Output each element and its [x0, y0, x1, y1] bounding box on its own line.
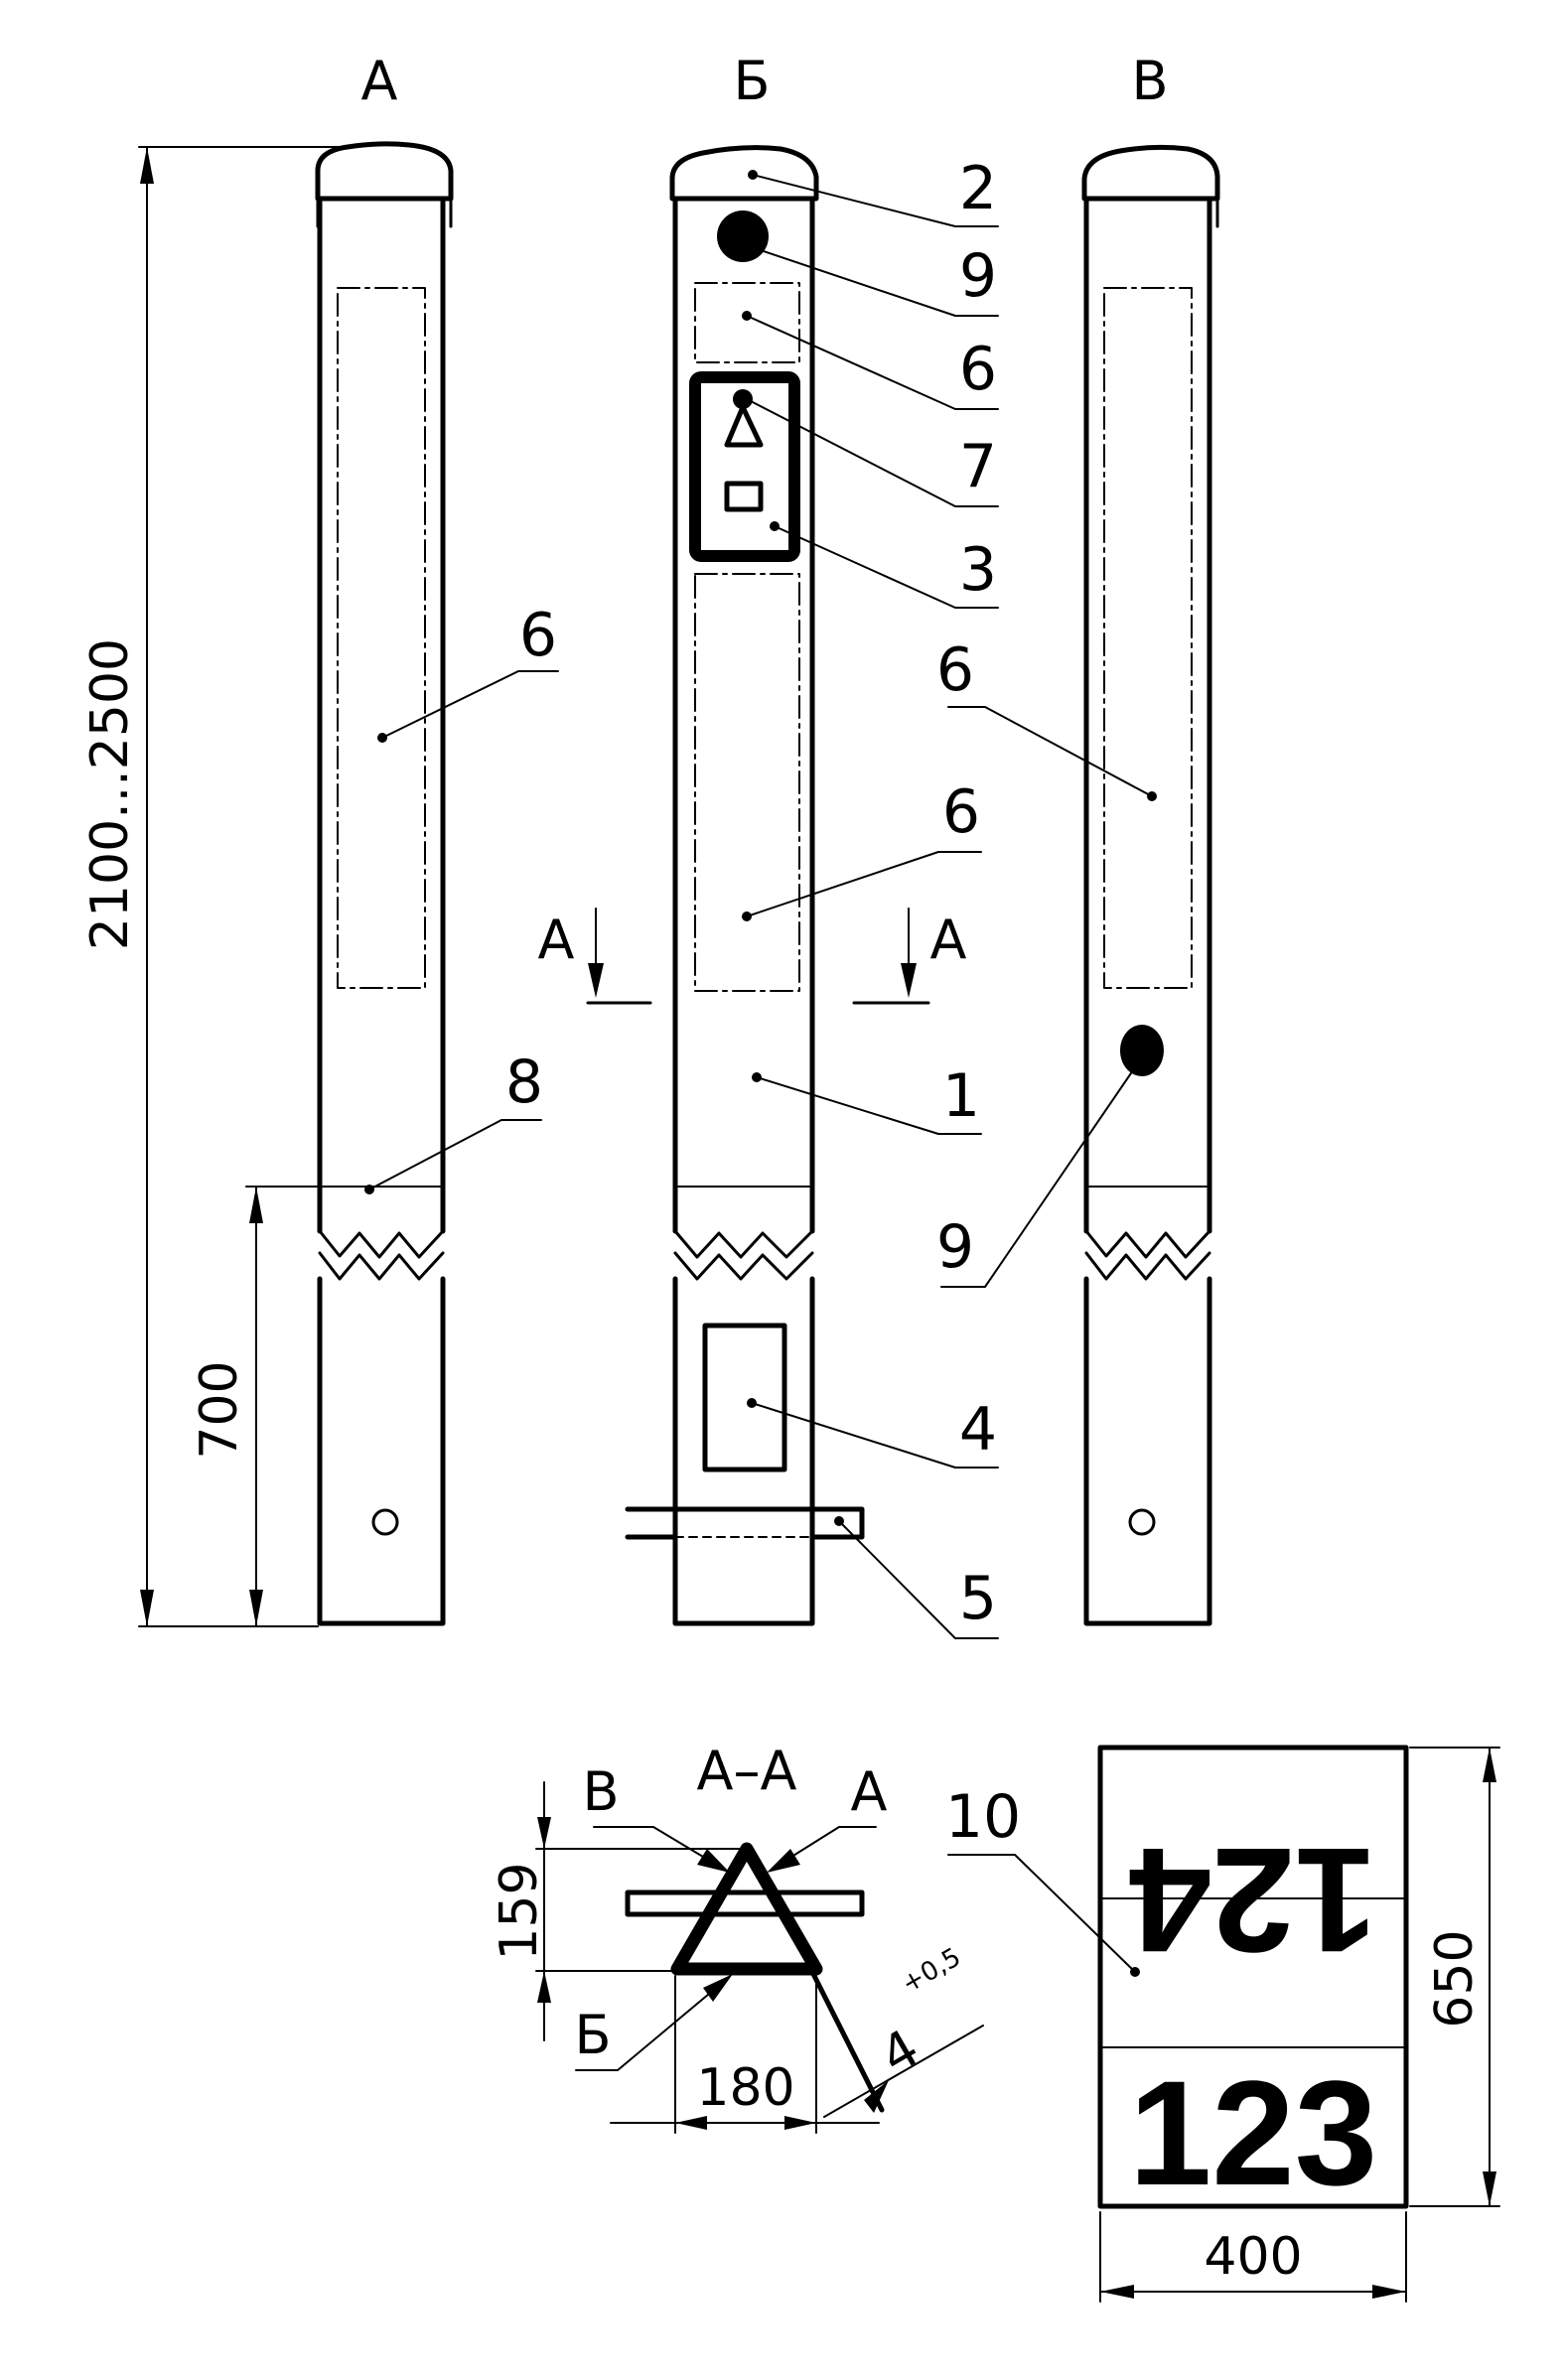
view-b-sign-triangle — [724, 404, 764, 448]
view-b-cap — [669, 145, 819, 202]
view-b-break-2 — [673, 1251, 814, 1281]
section-anchor-bar — [625, 1890, 865, 1917]
section-face-a: А — [851, 1760, 888, 1823]
view-v-callout-9: 9 — [936, 1212, 974, 1282]
plate-callout-leader — [947, 1854, 1136, 1973]
view-b-callout-9: 9 — [959, 241, 997, 311]
view-v-break-2 — [1084, 1251, 1211, 1281]
view-a-body-upper — [317, 196, 446, 1234]
view-b-callout-6-mid-leader — [746, 851, 982, 917]
view-a-mount-hole — [371, 1508, 399, 1536]
view-b-sign-square — [724, 481, 764, 512]
view-b-plaque — [702, 1323, 787, 1472]
plate-callout-10: 10 — [945, 1782, 1021, 1852]
view-b-anchor-bar — [625, 1506, 865, 1540]
view-a-callout-8-leader — [368, 1119, 542, 1190]
view-b-post: Б А А 2 — [538, 50, 999, 1639]
plate-bottom-number: 123 — [1129, 2049, 1377, 2216]
view-a-post: А 6 8 — [315, 50, 559, 1626]
view-a-body-lower — [317, 1276, 446, 1626]
view-v-cap — [1081, 144, 1220, 202]
view-v-reflective-panel — [1103, 287, 1193, 989]
view-v-post: В 6 9 — [936, 50, 1220, 1626]
view-b-callout-7-leader — [746, 398, 999, 507]
view-b-panel-small — [694, 282, 800, 363]
view-v-body-lower — [1083, 1276, 1212, 1626]
section-wall-tolerance: +0,5 — [897, 1942, 966, 2000]
view-v-break — [1084, 1229, 1211, 1259]
section-height-label: 159 — [490, 1862, 549, 1960]
plate-width-label: 400 — [1204, 2227, 1302, 2287]
section-face-b: Б — [574, 2004, 611, 2066]
view-b-callout-1: 1 — [942, 1061, 980, 1131]
view-b-sign-frame — [689, 371, 800, 562]
view-v-callout-6-leader — [947, 706, 1153, 797]
view-b-callout-5-leader — [838, 1520, 999, 1639]
view-b-callout-2: 2 — [959, 154, 997, 223]
view-b-callout-9-leader — [754, 247, 999, 317]
view-v-callout-9-leader — [940, 1066, 1136, 1288]
view-b-break — [673, 1229, 814, 1259]
view-b-callout-6-top: 6 — [959, 335, 997, 404]
embed-depth-dimension: 700 — [190, 1186, 321, 1627]
view-b-callout-6-top-leader — [746, 315, 999, 410]
view-a-callout-6: 6 — [519, 601, 557, 670]
section-mark-left: А — [538, 909, 575, 971]
view-a-label: А — [361, 50, 398, 112]
view-b-callout-1-leader — [756, 1076, 982, 1135]
view-b-callout-3: 3 — [959, 535, 997, 605]
view-a-callout-8: 8 — [505, 1048, 543, 1117]
view-a-reflective-panel — [337, 287, 426, 989]
view-a-callout-6-leader — [381, 670, 559, 739]
view-b-panel-large — [694, 573, 800, 992]
view-b-sign-dot — [733, 389, 753, 409]
view-a-cap-side — [316, 197, 453, 228]
view-b-callout-4-leader — [751, 1402, 999, 1469]
view-b-body-upper — [672, 196, 815, 1234]
view-b-callout-4: 4 — [959, 1395, 997, 1465]
height-range-label: 2100...2500 — [80, 638, 140, 950]
view-a-break-2 — [318, 1251, 445, 1281]
section-wall-thickness: 4 — [871, 2019, 929, 2087]
section-mark-right: А — [930, 909, 967, 971]
section-aa: А–А В А Б 159 180 4 +0,5 — [490, 1740, 984, 2134]
view-v-callout-6: 6 — [936, 635, 974, 705]
plate-height-label: 650 — [1425, 1929, 1485, 2028]
view-a-break — [318, 1229, 445, 1259]
number-plate: 124 123 10 650 400 — [945, 1745, 1500, 2303]
plate-outline — [1097, 1745, 1409, 2209]
view-v-reflector — [1120, 1025, 1164, 1076]
view-b-callout-5: 5 — [959, 1564, 997, 1633]
view-b-callout-7: 7 — [959, 432, 997, 501]
section-face-v: В — [582, 1760, 619, 1823]
view-a-cap — [315, 141, 454, 202]
view-v-label: В — [1131, 50, 1168, 112]
view-b-reflector — [717, 210, 769, 262]
height-dimension: 2100...2500 — [80, 146, 349, 1627]
view-b-callout-2-leader — [752, 174, 999, 227]
section-title: А–А — [697, 1740, 797, 1802]
view-b-callout-3-leader — [774, 525, 999, 609]
embed-depth-label: 700 — [190, 1360, 249, 1459]
section-triangle — [670, 1842, 823, 1976]
plate-top-number: 124 — [1129, 1817, 1377, 1984]
view-v-body-upper — [1083, 196, 1212, 1234]
view-v-mount-hole — [1128, 1508, 1156, 1536]
view-b-label: Б — [733, 50, 770, 112]
view-b-callout-6-mid: 6 — [942, 777, 980, 847]
section-wall-extension — [805, 1961, 885, 2113]
view-b-body-lower — [672, 1276, 815, 1626]
section-width-label: 180 — [696, 2058, 794, 2118]
